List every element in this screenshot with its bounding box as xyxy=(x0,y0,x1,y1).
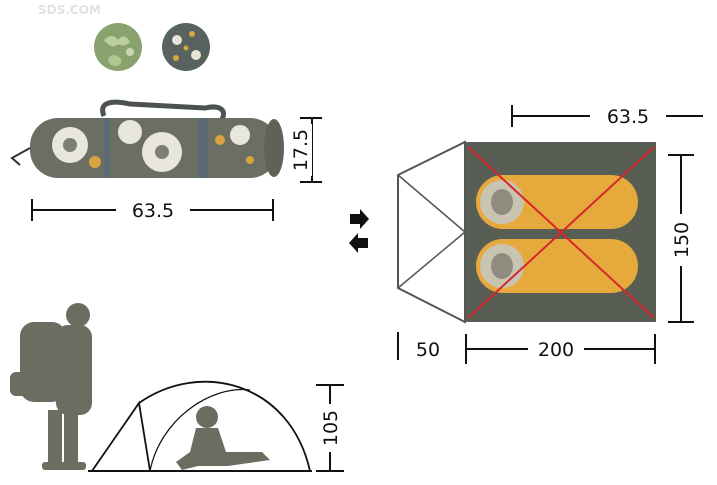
watermark: SDS.COM xyxy=(38,3,101,17)
tent-height-dimension: 105 xyxy=(316,384,344,472)
hiker-silhouette xyxy=(10,303,92,470)
bag-length-dimension: 63.5 xyxy=(31,198,274,222)
sleeping-bag-top xyxy=(476,175,638,229)
plan-side-label: 150 xyxy=(671,222,693,258)
plan-top-dimension: 63.5 xyxy=(511,104,703,128)
color-swatch-grey[interactable] xyxy=(162,23,210,71)
plan-length-label: 200 xyxy=(538,339,574,361)
sleeping-bag-bottom xyxy=(476,239,638,293)
vestibule-dimension: 50 xyxy=(397,332,440,361)
swap-arrows-icon xyxy=(349,209,369,253)
bag-height-label: 17.5 xyxy=(290,129,312,171)
tent-profile xyxy=(88,380,312,472)
seated-person-silhouette xyxy=(176,406,270,470)
color-swatch-green[interactable] xyxy=(94,23,142,71)
plan-side-dimension: 150 xyxy=(668,154,694,323)
tent-carry-bag xyxy=(10,99,284,178)
tent-floor-plan xyxy=(397,140,656,324)
bag-height-dimension: 17.5 xyxy=(290,117,322,183)
tent-height-label: 105 xyxy=(320,410,342,446)
plan-top-label: 63.5 xyxy=(607,106,649,128)
plan-length-dimension: 200 xyxy=(465,334,656,364)
bag-length-label: 63.5 xyxy=(132,200,174,222)
vestibule-label: 50 xyxy=(416,339,440,361)
